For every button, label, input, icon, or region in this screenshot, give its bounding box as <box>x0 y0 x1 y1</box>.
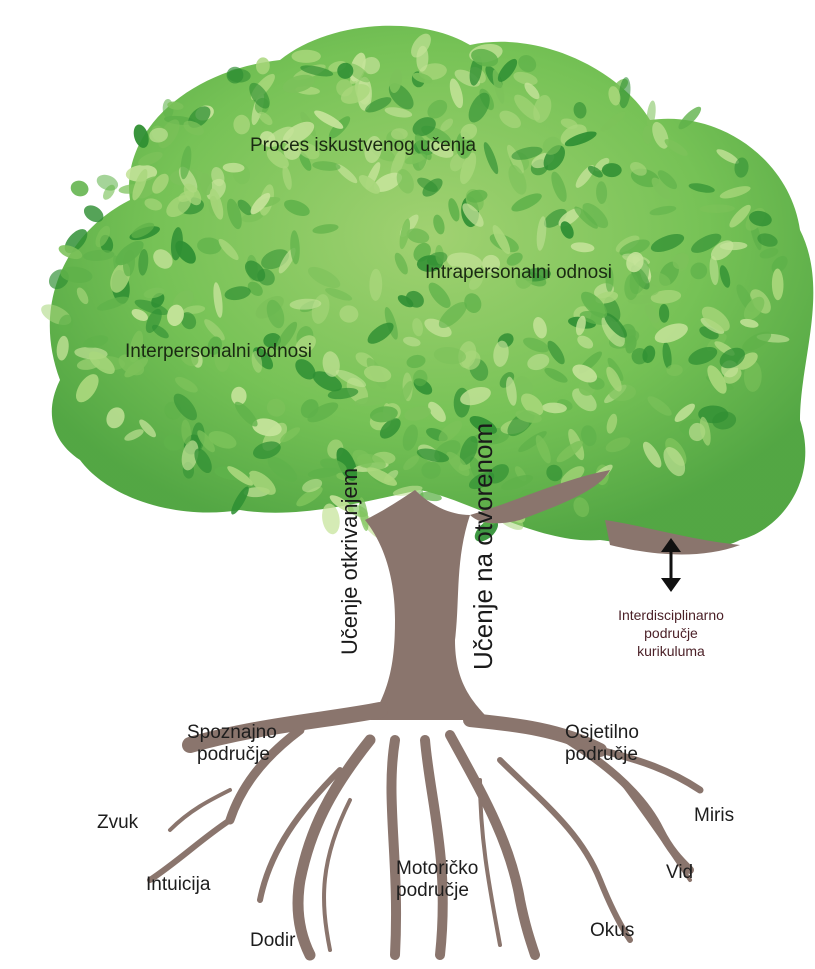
label-motor-line2: područje <box>396 880 478 902</box>
label-cognitive-domain: Spoznajno područje <box>187 722 277 766</box>
label-cognitive-line2: područje <box>187 744 277 766</box>
label-experiential-learning: Proces iskustvenog učenja <box>250 135 476 157</box>
label-smell: Miris <box>694 805 734 827</box>
label-interpersonal: Interpersonalni odnosi <box>125 341 312 363</box>
leaf <box>69 178 91 198</box>
label-sensory-line2: područje <box>565 744 639 766</box>
label-touch: Dodir <box>250 930 295 952</box>
label-sensory-domain: Osjetilno područje <box>565 722 639 766</box>
canopy <box>38 26 813 550</box>
label-discovery-learning: Učenje otkrivanjem <box>337 468 363 655</box>
label-taste: Okus <box>590 920 634 942</box>
label-interdisciplinary-line2: područje <box>591 624 751 642</box>
label-interdisciplinary-line1: Interdisciplinarno <box>591 606 751 624</box>
leaf <box>292 50 321 63</box>
label-interdisciplinary: Interdisciplinarno područje kurikuluma <box>591 606 751 661</box>
label-motor-domain: Motoričko područje <box>396 858 478 902</box>
leaf <box>602 163 622 177</box>
label-intrapersonal: Intrapersonalni odnosi <box>425 262 612 284</box>
leaf <box>94 172 120 194</box>
label-outdoor-learning: Učenje na otvorenom <box>468 423 499 670</box>
label-motor-line1: Motoričko <box>396 858 478 880</box>
label-interdisciplinary-line3: kurikuluma <box>591 642 751 660</box>
label-sensory-line1: Osjetilno <box>565 722 639 744</box>
label-sound: Zvuk <box>97 812 138 834</box>
label-intuition: Intuicija <box>146 874 210 896</box>
label-cognitive-line1: Spoznajno <box>187 722 277 744</box>
label-sight: Vid <box>666 862 693 884</box>
